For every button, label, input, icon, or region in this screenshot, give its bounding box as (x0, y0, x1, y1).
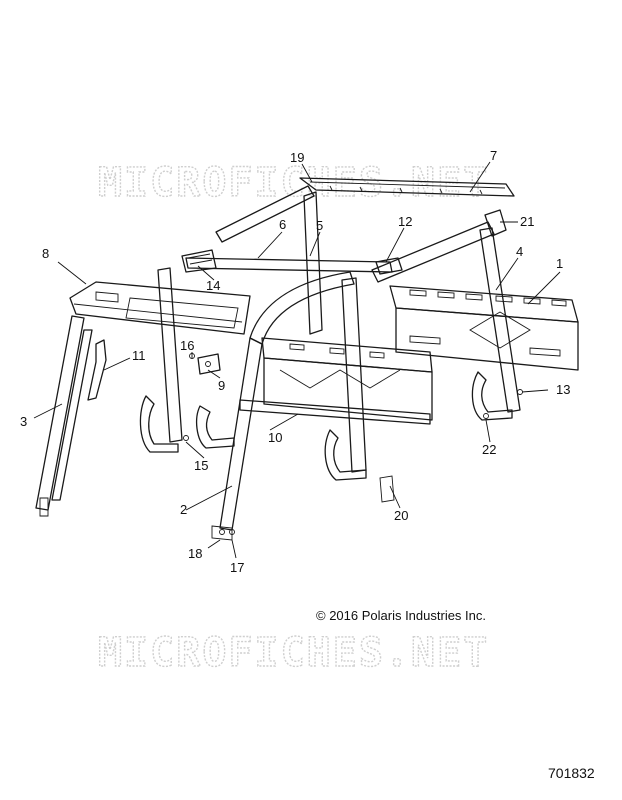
front-left-inner-upright (51, 329, 93, 501)
callout-18: 18 (188, 546, 202, 561)
callout-2: 2 (180, 502, 187, 517)
rear-left-upright (157, 267, 183, 443)
part-7-rear-top-bar (299, 177, 515, 197)
callout-3: 3 (20, 414, 27, 429)
callout-15: 15 (194, 458, 208, 473)
callout-21: 21 (520, 214, 534, 229)
part-1-right-rail (389, 285, 579, 371)
callout-numbers: 1 2 3 4 5 6 7 8 9 10 11 12 13 14 15 16 1… (20, 148, 570, 575)
callout-4: 4 (516, 244, 523, 259)
callout-12: 12 (398, 214, 412, 229)
part-4-mid-rail (261, 337, 433, 421)
callout-8: 8 (42, 246, 49, 261)
callout-6: 6 (279, 217, 286, 232)
grab-handles (139, 371, 513, 481)
callout-13: 13 (556, 382, 570, 397)
leader-lines (33, 161, 561, 559)
part-10-lower-bar (239, 399, 431, 425)
watermark-bottom: MICROFICHES.NET (98, 630, 489, 676)
callout-22: 22 (482, 442, 496, 457)
part-11-brace (87, 339, 107, 401)
part-12-tube (371, 221, 495, 283)
part-5-tube (303, 191, 323, 335)
callout-9: 9 (218, 378, 225, 393)
callout-17: 17 (230, 560, 244, 575)
callout-10: 10 (268, 430, 282, 445)
callout-11: 11 (132, 348, 146, 363)
part-3-front-left-upright (35, 315, 85, 517)
watermark-top: MICROFICHES.NET (98, 160, 489, 206)
callout-1: 1 (556, 256, 563, 271)
callout-7: 7 (490, 148, 497, 163)
callout-5: 5 (316, 218, 323, 233)
part-14-latch (181, 249, 217, 273)
copyright-text: © 2016 Polaris Industries Inc. (316, 608, 486, 623)
rear-right-upright (479, 227, 521, 413)
document-number: 701832 (548, 765, 595, 781)
callout-20: 20 (394, 508, 408, 523)
part-9-plate (197, 353, 221, 375)
callout-19: 19 (290, 150, 304, 165)
callout-14: 14 (206, 278, 220, 293)
hardware (183, 353, 523, 535)
callout-16: 16 (180, 338, 194, 353)
part-8-visor (69, 281, 251, 335)
